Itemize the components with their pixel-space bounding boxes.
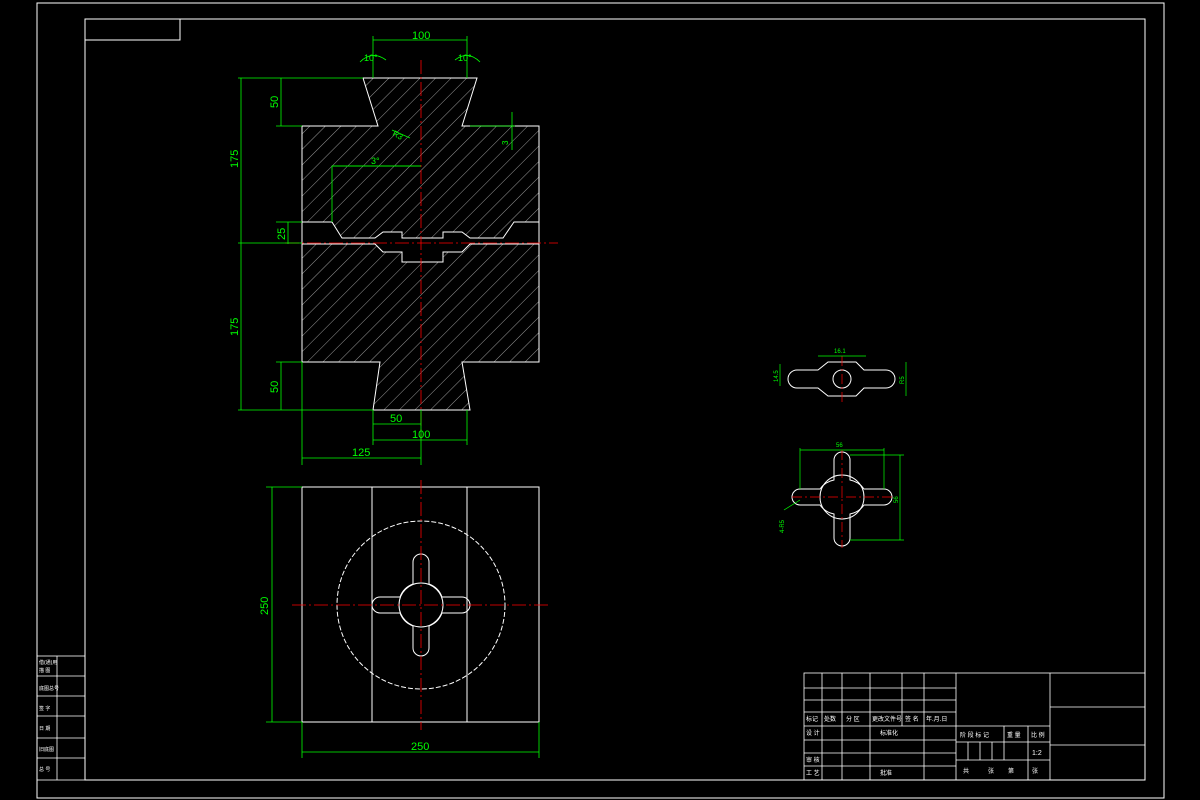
insert-side-dim-1: 16.1	[834, 349, 846, 355]
section-centerlines	[285, 60, 558, 440]
dim-angle-left: 10°	[364, 53, 378, 63]
dim-bottom-100: 100	[412, 429, 430, 441]
dim-lower-175: 175	[229, 318, 241, 336]
tb-header-6: 年.月.日	[926, 715, 947, 723]
dim-right-3: 3	[501, 140, 510, 145]
insert-top-dim-3: 4-R5	[780, 519, 786, 533]
tb-role-design: 设 计	[806, 729, 820, 737]
outer-border	[36, 2, 1165, 799]
plan-outline	[301, 486, 540, 723]
dim-bottom-50: 50	[390, 413, 402, 425]
tb-header-3: 分 区	[846, 715, 860, 723]
insert-side-outline	[787, 361, 896, 397]
plan-centerlines	[292, 480, 548, 730]
left-strip-labels: 借(通)用 描 图 底图总号 签 字 日 期 旧底图 总 号	[39, 659, 59, 773]
insert-side-dim-2: 14.5	[774, 370, 780, 382]
insert-top-dim-1: 56	[836, 443, 843, 449]
plan-dimensions	[266, 486, 540, 758]
insert-side-dim-3: R5	[900, 376, 906, 384]
tb-header-5: 签 名	[905, 715, 919, 723]
tb-sheet-no: 第	[1008, 767, 1014, 775]
lower-die-section	[301, 243, 540, 411]
tb-sheet-unit-2: 张	[1032, 767, 1038, 775]
tb-standardization: 标准化	[880, 729, 898, 737]
strip-label-3: 底图总号	[39, 685, 59, 692]
strip-label-7: 总 号	[39, 766, 50, 773]
dim-slope-3deg: 3°	[371, 156, 380, 166]
corner-code-box	[84, 18, 181, 41]
tb-role-review: 审 核	[806, 756, 820, 764]
dim-gap-25: 25	[276, 228, 288, 240]
strip-label-2: 描 图	[39, 667, 50, 674]
dim-upper-50: 50	[269, 96, 281, 108]
strip-label-5: 日 期	[39, 726, 50, 732]
left-info-strip	[36, 655, 86, 781]
plan-view	[301, 486, 540, 723]
tb-scale-value: 1:2	[1032, 750, 1042, 757]
tb-approval: 批准	[880, 769, 892, 777]
dim-lower-50: 50	[269, 381, 281, 393]
dim-upper-175: 175	[229, 150, 241, 168]
tb-sheet-total: 共	[963, 767, 969, 775]
dim-plan-width: 250	[411, 741, 429, 753]
section-dimensions	[238, 36, 515, 465]
tb-sheet-unit-1: 张	[988, 767, 994, 775]
tb-stage-mark: 阶 段 标 记	[960, 731, 989, 739]
insert-top-dim-2: 56	[894, 496, 900, 503]
insert-top-cross	[791, 451, 893, 547]
detail-insert-top: 56 56 4-R5	[780, 443, 904, 548]
tb-header-2: 处数	[824, 715, 836, 723]
tb-scale-label: 比 例	[1031, 731, 1045, 739]
detail-insert-side: 16.1 14.5 R5	[774, 349, 907, 402]
section-view	[301, 77, 540, 411]
title-block-texts: 标记 处数 分 区 更改文件号 签 名 年.月.日 设 计 审 核 工 艺 标准…	[806, 715, 1045, 777]
strip-label-1: 借(通)用	[39, 659, 57, 666]
drawing-frame	[36, 2, 1165, 799]
dim-angle-right: 10°	[458, 53, 472, 63]
tb-weight: 重 量	[1007, 731, 1021, 739]
plan-dimension-texts: 250 250	[259, 597, 429, 753]
dim-top-100: 100	[412, 30, 430, 42]
tb-header-1: 标记	[806, 715, 818, 723]
dim-plan-height: 250	[259, 597, 271, 615]
upper-die-section	[301, 77, 540, 239]
tb-role-process: 工 艺	[806, 769, 820, 777]
tb-header-4: 更改文件号	[872, 715, 902, 723]
title-block	[803, 672, 1146, 781]
inner-border	[84, 18, 1146, 781]
strip-label-4: 签 字	[39, 705, 50, 712]
strip-label-6: 旧底图	[39, 746, 54, 753]
dim-width-125: 125	[352, 447, 370, 459]
section-dimension-texts: 100 10° 10° 50 175 25 175 50 50 100 125 …	[229, 30, 510, 459]
